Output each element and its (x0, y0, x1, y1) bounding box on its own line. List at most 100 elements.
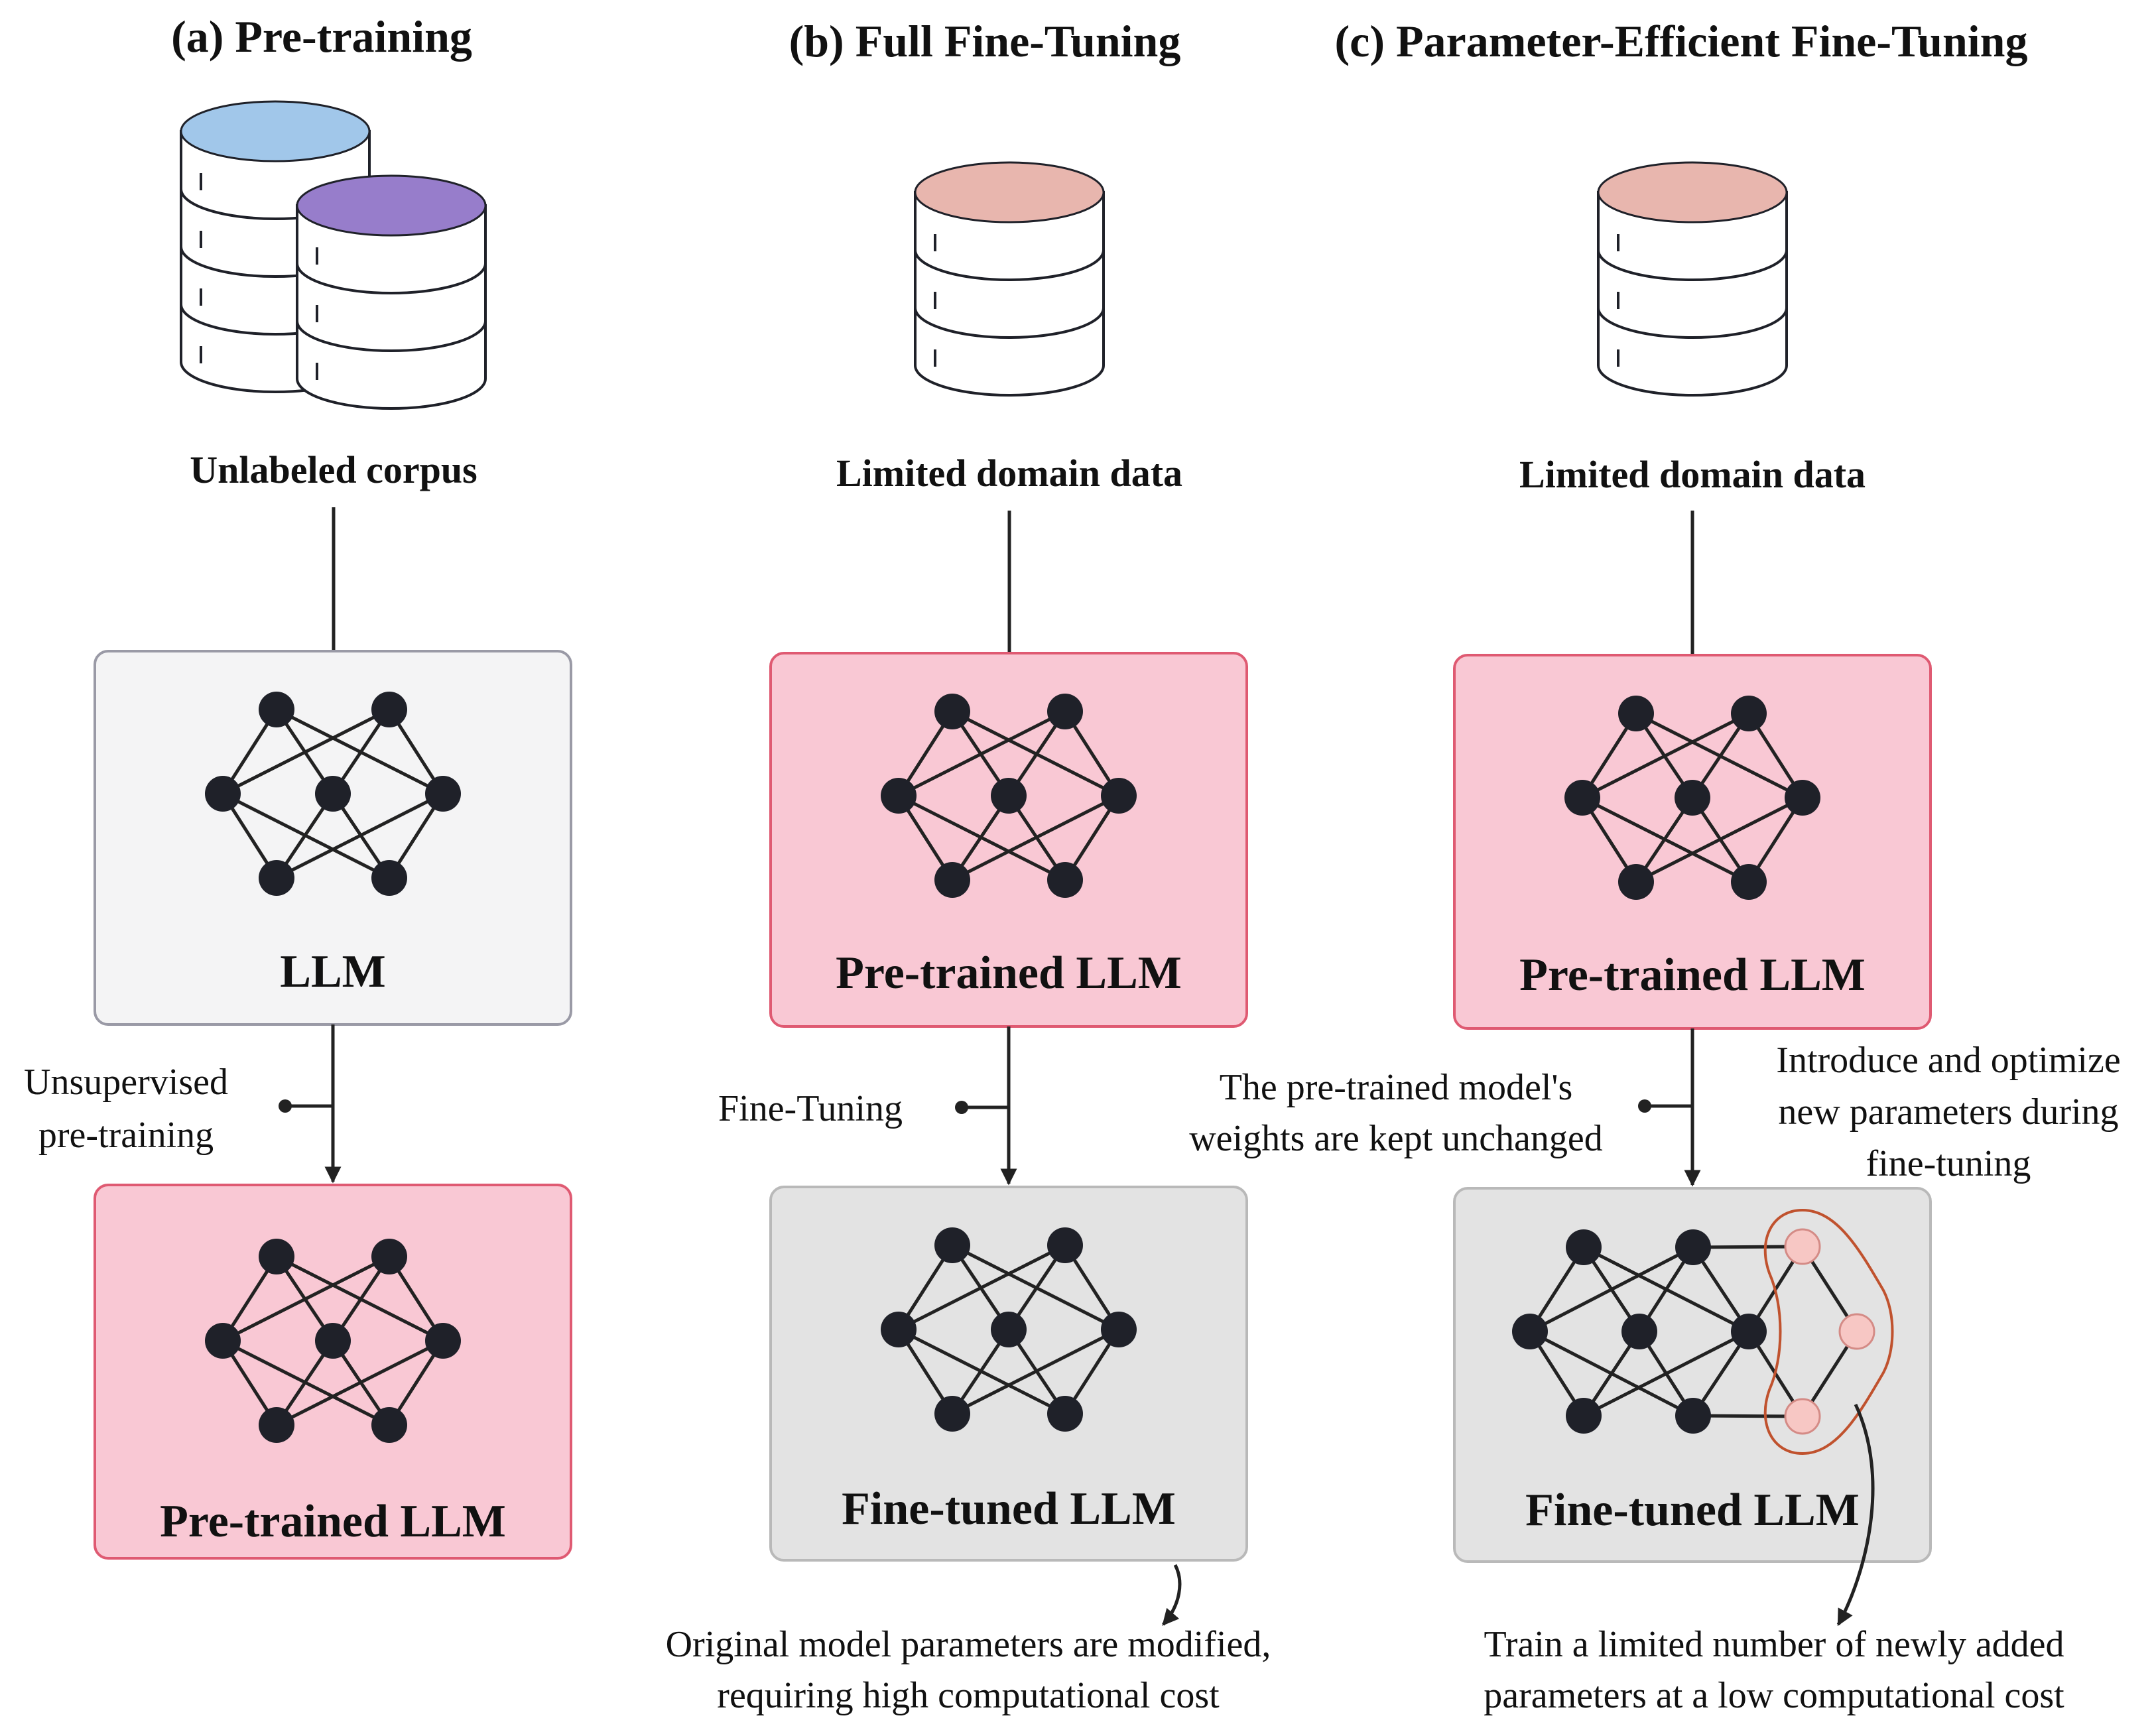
nn-node (371, 692, 407, 727)
finetuned-box-c (1453, 1187, 1932, 1563)
edge-label-c-right-line2: new parameters during (1778, 1091, 2118, 1133)
database-salmon-b-band (914, 307, 1105, 339)
new-parameter-node (1784, 1398, 1821, 1435)
database-icon-purple (296, 174, 487, 410)
nn-node (1101, 778, 1137, 814)
pointer-dot-a (279, 1099, 292, 1113)
nn-node (881, 1312, 917, 1347)
new-parameter-node (1784, 1228, 1821, 1265)
pointer-dot-b (955, 1101, 968, 1114)
nn-node (934, 1227, 970, 1263)
database-salmon-b-band (914, 249, 1105, 281)
nn-edge (1582, 1330, 1750, 1418)
nn-node (934, 694, 970, 729)
nn-node (1731, 1314, 1767, 1349)
database-salmon-b-body (914, 191, 1105, 397)
database-purple-band (296, 263, 487, 294)
note-c-line1: Train a limited number of newly added (1484, 1624, 2064, 1665)
nn-node (934, 862, 970, 898)
note-arrow-b (1162, 1564, 1182, 1626)
nn-edge (1635, 796, 1804, 884)
nn-node (1047, 1396, 1083, 1432)
edge-label-c-left-line1: The pre-trained model's (1220, 1067, 1573, 1108)
database-salmon-c-top (1597, 161, 1788, 223)
nn-edge (897, 710, 1066, 798)
title-full-finetuning: (b) Full Fine-Tuning (789, 16, 1181, 66)
nn-node (1101, 1312, 1137, 1347)
neural-network-icon (881, 1227, 1137, 1432)
nn-edge (1529, 1245, 1694, 1333)
nn-edge (275, 792, 444, 880)
nn-node (371, 1407, 407, 1443)
nn-node (371, 1239, 407, 1274)
nn-edge (1581, 712, 1750, 800)
note-c-line2: parameters at a low computational cost (1484, 1675, 2064, 1716)
nn-node (1675, 1229, 1711, 1265)
nn-node (1566, 1229, 1602, 1265)
edge-label-c-right-line1: Introduce and optimize (1776, 1040, 2120, 1081)
database-salmon-c-body (1597, 191, 1788, 397)
nn-edge (951, 1328, 1120, 1416)
nn-node (425, 1323, 461, 1359)
note-b-line1: Original model parameters are modified, (666, 1624, 1271, 1665)
new-parameter-node (1838, 1313, 1875, 1350)
box-label-finetuned-c: Fine-tuned LLM (1525, 1485, 1860, 1536)
nn-edge (222, 1255, 391, 1343)
nn-node (1731, 696, 1767, 731)
neural-network-icon-extended (1512, 1208, 1894, 1455)
database-salmon-c-band (1597, 249, 1788, 281)
nn-node (1566, 1398, 1602, 1434)
nn-node (259, 1239, 294, 1274)
box-label-pretrained-b: Pre-trained LLM (836, 948, 1182, 999)
edge-label-a-line1: Unsupervised (24, 1062, 228, 1103)
pretrained-box-a (94, 1184, 572, 1560)
nn-node (1785, 780, 1820, 816)
nn-node (371, 860, 407, 896)
neural-network-icon (205, 1239, 461, 1443)
database-salmon-c-band (1597, 307, 1788, 339)
nn-edge (951, 794, 1120, 882)
nn-node (1618, 696, 1654, 731)
database-salmon-b-top (914, 161, 1105, 223)
nn-node (991, 778, 1027, 814)
nn-node (1047, 1227, 1083, 1263)
nn-node (1564, 780, 1600, 816)
nn-node (1675, 1398, 1711, 1434)
nn-node (881, 778, 917, 814)
nn-node (315, 1323, 351, 1359)
nn-node (205, 1323, 241, 1359)
box-label-pretrained-c: Pre-trained LLM (1519, 950, 1866, 1001)
new-parameters-outline (1763, 1208, 1894, 1455)
database-icon-salmon-c (1597, 161, 1788, 397)
nn-node (1047, 694, 1083, 729)
neural-network-icon (1564, 696, 1820, 900)
data-label-c: Limited domain data (1519, 453, 1866, 496)
title-peft: (c) Parameter-Efficient Fine-Tuning (1335, 16, 2028, 66)
nn-node (1675, 780, 1710, 816)
database-blue-top (180, 100, 371, 162)
edge-label-c-left-line2: weights are kept unchanged (1189, 1118, 1603, 1159)
database-purple-top (296, 174, 487, 237)
note-arrow-c (1836, 1403, 1875, 1627)
nn-node (1621, 1314, 1657, 1349)
nn-node (1731, 864, 1767, 900)
database-purple-band (296, 320, 487, 352)
pointer-dot-c (1638, 1099, 1651, 1113)
nn-node (991, 1312, 1027, 1347)
edge-label-c-right-line3: fine-tuning (1866, 1143, 2031, 1184)
neural-network-icon (881, 694, 1137, 898)
box-label-finetuned-b: Fine-tuned LLM (842, 1483, 1176, 1534)
nn-edge (222, 708, 391, 796)
nn-edge (897, 1243, 1066, 1331)
data-label-a: Unlabeled corpus (190, 448, 477, 491)
nn-node (1512, 1314, 1548, 1349)
data-label-b: Limited domain data (836, 452, 1182, 495)
nn-node (259, 1407, 294, 1443)
box-label-llm-a: LLM (280, 946, 385, 997)
edge-label-a-line2: pre-training (38, 1115, 214, 1156)
database-purple-body (296, 204, 487, 410)
note-b-line2: requiring high computational cost (717, 1675, 1220, 1716)
nn-node (425, 776, 461, 812)
nn-node (1047, 862, 1083, 898)
